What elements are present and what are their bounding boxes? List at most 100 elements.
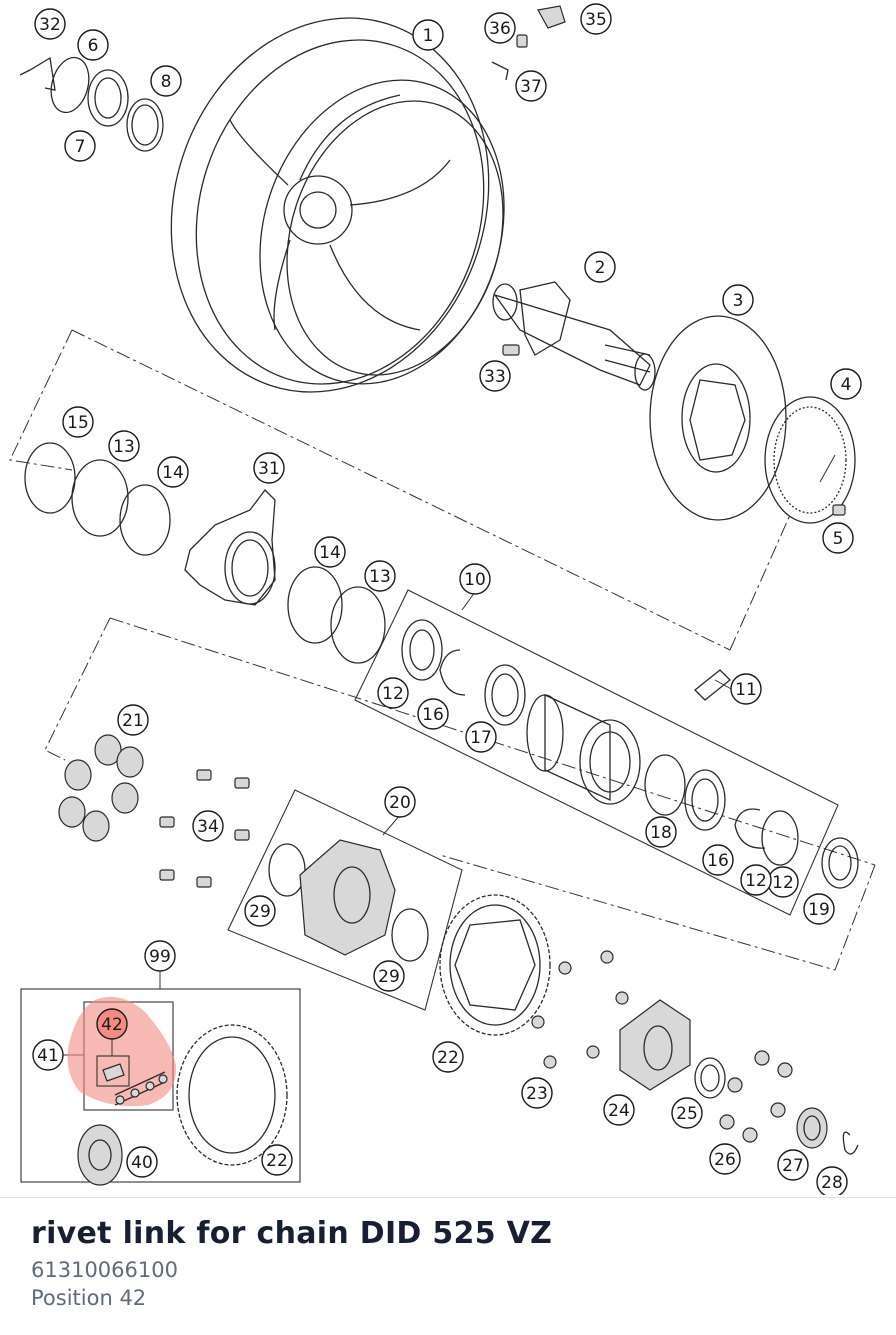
callout-14[interactable]: 14: [157, 456, 189, 488]
rear-hub[interactable]: [401, 619, 799, 866]
callout-26[interactable]: 26: [709, 1143, 741, 1175]
leader-lines: [714, 454, 836, 691]
callout-6[interactable]: 6: [77, 29, 109, 61]
callout-22[interactable]: 22: [432, 1041, 464, 1073]
callout-12[interactable]: 12: [377, 677, 409, 709]
callout-labels: 1234567810111212121313141415161617181920…: [32, 3, 862, 1195]
callout-23[interactable]: 23: [521, 1077, 553, 1109]
callout-29[interactable]: 29: [373, 960, 405, 992]
callout-35[interactable]: 35: [580, 3, 612, 35]
bearing-27[interactable]: [796, 1107, 828, 1149]
callout-number: 14: [162, 463, 184, 483]
seal-rings-left[interactable]: [24, 442, 171, 556]
callout-number: 16: [707, 851, 729, 871]
part-info-panel: rivet link for chain DID 525 VZ 61310066…: [31, 1212, 552, 1312]
damping-rubbers[interactable]: [58, 734, 144, 842]
callout-36[interactable]: 36: [484, 12, 516, 44]
callout-20[interactable]: 20: [384, 786, 416, 818]
kit-sprocket[interactable]: [176, 1024, 288, 1166]
callout-15[interactable]: 15: [62, 406, 94, 438]
callout-number: 4: [841, 375, 852, 395]
collar-nuts[interactable]: [531, 950, 629, 1069]
callout-42[interactable]: 42: [96, 1008, 128, 1040]
callout-40[interactable]: 40: [126, 1146, 158, 1178]
callout-4[interactable]: 4: [830, 368, 862, 400]
part-title: rivet link for chain DID 525 VZ: [31, 1216, 553, 1251]
sprocket-carrier-frame: [227, 789, 463, 1011]
circlip-28[interactable]: [842, 1131, 859, 1155]
callout-16[interactable]: 16: [417, 698, 449, 730]
caliper-support[interactable]: [184, 489, 276, 606]
callout-31[interactable]: 31: [253, 452, 285, 484]
callout-number: 28: [821, 1173, 843, 1193]
callout-41[interactable]: 41: [32, 1039, 64, 1071]
bearing-set-top[interactable]: [19, 53, 164, 152]
callout-11[interactable]: 11: [730, 673, 762, 705]
callout-25[interactable]: 25: [671, 1097, 703, 1129]
brake-disc[interactable]: [649, 315, 787, 521]
callout-number: 5: [833, 529, 844, 549]
callout-27[interactable]: 27: [777, 1149, 809, 1181]
callout-number: 31: [258, 459, 280, 479]
hub-assembly-frame: [354, 589, 839, 916]
callout-number: 16: [422, 705, 444, 725]
callout-number: 1: [423, 26, 434, 46]
rivet-link-part[interactable]: [96, 1037, 130, 1087]
spacer-bushing[interactable]: [821, 837, 859, 889]
callout-number: 29: [378, 967, 400, 987]
callout-28[interactable]: 28: [816, 1166, 848, 1195]
callout-12[interactable]: 12: [767, 866, 799, 898]
callout-number: 12: [745, 871, 767, 891]
callout-3[interactable]: 3: [722, 284, 754, 316]
callout-number: 15: [67, 413, 89, 433]
callout-32[interactable]: 32: [34, 8, 66, 40]
drive-chain[interactable]: [114, 1071, 168, 1106]
seal-rings-middle[interactable]: [287, 566, 386, 664]
callout-number: 34: [197, 817, 219, 837]
callout-24[interactable]: 24: [603, 1094, 635, 1126]
callout-13[interactable]: 13: [364, 560, 396, 592]
callout-13[interactable]: 13: [108, 430, 140, 462]
callout-7[interactable]: 7: [64, 130, 96, 162]
callout-8[interactable]: 8: [150, 65, 182, 97]
rear-axle-carrier[interactable]: [492, 281, 656, 391]
part-number[interactable]: 61310066100: [31, 1258, 178, 1282]
callout-5[interactable]: 5: [822, 522, 854, 554]
rear-sprocket[interactable]: [439, 894, 551, 1036]
callout-number: 26: [714, 1150, 736, 1170]
callout-19[interactable]: 19: [803, 893, 835, 925]
callout-37[interactable]: 37: [515, 70, 547, 102]
callout-18[interactable]: 18: [645, 816, 677, 848]
callout-number: 17: [470, 728, 492, 748]
sprocket-carrier[interactable]: [268, 839, 429, 962]
callout-34[interactable]: 34: [192, 810, 224, 842]
abs-sensor-ring[interactable]: [764, 396, 856, 524]
callout-22[interactable]: 22: [261, 1144, 293, 1176]
callout-12[interactable]: 12: [740, 864, 772, 896]
callout-14[interactable]: 14: [314, 536, 346, 568]
callout-17[interactable]: 17: [465, 721, 497, 753]
callout-33[interactable]: 33: [479, 360, 511, 392]
callout-16[interactable]: 16: [702, 844, 734, 876]
sprocket-flange[interactable]: [619, 999, 691, 1091]
front-sprocket[interactable]: [77, 1124, 123, 1186]
callout-29[interactable]: 29: [244, 895, 276, 927]
hex-screws[interactable]: [159, 769, 250, 888]
callout-1[interactable]: 1: [412, 19, 444, 51]
callout-number: 20: [389, 793, 411, 813]
rear-wheel-rim[interactable]: [124, 0, 542, 434]
callout-number: 23: [526, 1084, 548, 1104]
callout-2[interactable]: 2: [584, 251, 616, 283]
small-screw-parts[interactable]: [491, 5, 846, 701]
washer-25[interactable]: [694, 1057, 726, 1099]
callout-number: 22: [437, 1048, 459, 1068]
callout-number: 37: [520, 77, 542, 97]
callout-number: 8: [161, 72, 172, 92]
callout-99[interactable]: 99: [144, 940, 176, 972]
callout-10[interactable]: 10: [459, 563, 491, 595]
nuts-26[interactable]: [719, 1050, 793, 1143]
callout-number: 27: [782, 1156, 804, 1176]
callout-number: 21: [122, 711, 144, 731]
callout-21[interactable]: 21: [117, 704, 149, 736]
